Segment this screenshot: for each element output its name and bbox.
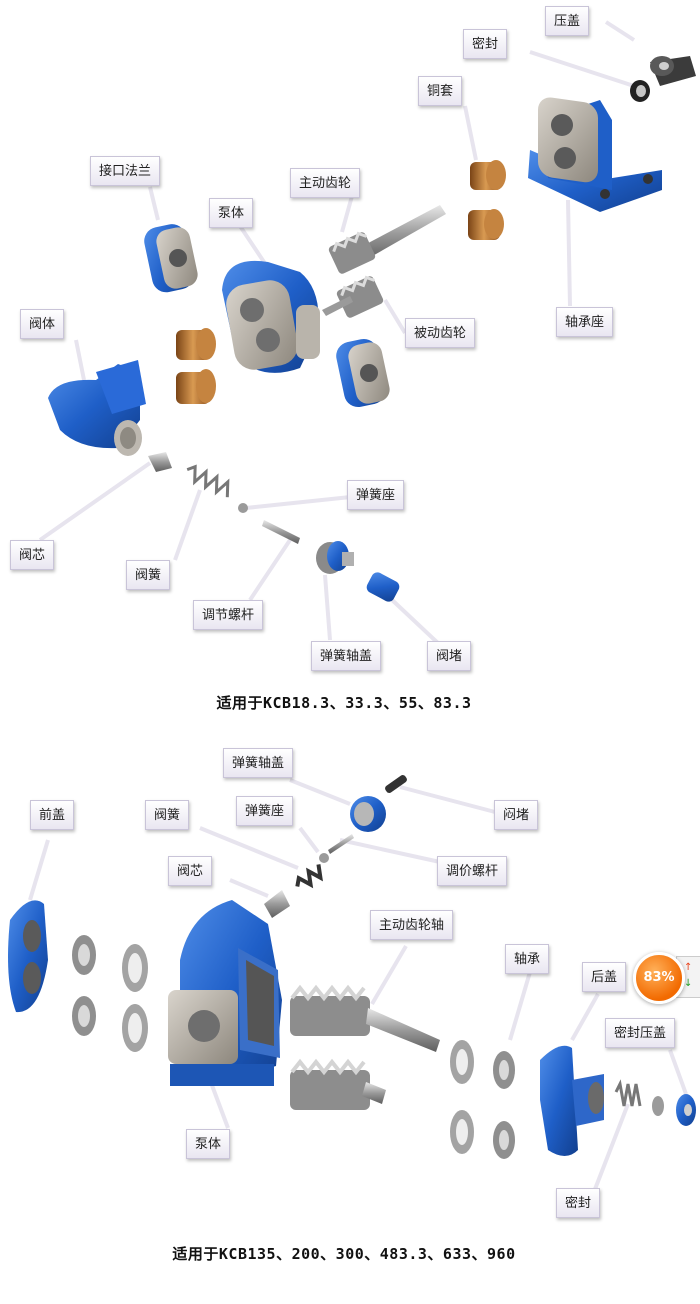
label-beng-ti-top: 泵体 bbox=[209, 198, 254, 228]
label-tong-tao: 铜套 bbox=[418, 76, 463, 106]
top-pump-body bbox=[222, 260, 320, 373]
bottom-seal-gland bbox=[676, 1094, 696, 1126]
top-adjust-screw bbox=[262, 520, 300, 544]
top-flange bbox=[144, 224, 198, 293]
top-gland-cover bbox=[650, 56, 696, 86]
label-fa-du-top: 阀堵 bbox=[427, 641, 472, 671]
top-seal bbox=[630, 80, 650, 102]
top-bronze-bushings bbox=[468, 160, 506, 240]
top-drive-gear bbox=[328, 205, 446, 274]
top-bearing-seat bbox=[528, 97, 662, 212]
label-fa-xin-bottom: 阀芯 bbox=[168, 856, 213, 886]
label-tan-huang-zuo-top: 弹簧座 bbox=[347, 480, 405, 510]
top-valve-spring bbox=[186, 464, 230, 498]
label-zhu-dong-chi-lun-zhou: 主动齿轮轴 bbox=[370, 910, 454, 940]
top-valve-core bbox=[148, 452, 172, 472]
top-valve-body bbox=[48, 360, 146, 456]
arrow-up-icon[interactable]: ↑ bbox=[684, 962, 693, 973]
label-beng-ti-bottom: 泵体 bbox=[186, 1129, 231, 1159]
label-hou-gai: 后盖 bbox=[582, 962, 627, 992]
label-tan-huang-zuo-bottom: 弹簧座 bbox=[236, 796, 294, 826]
progress-badge[interactable]: 83% bbox=[633, 952, 685, 1004]
label-fa-huang-bottom: 阀簧 bbox=[145, 800, 190, 830]
label-ya-gai: 压盖 bbox=[545, 6, 590, 36]
bottom-spring-seat bbox=[319, 853, 329, 863]
bottom-drive-gear-shaft bbox=[290, 984, 440, 1052]
bottom-bearings-left bbox=[72, 935, 148, 1052]
top-leader-lines bbox=[38, 20, 636, 647]
bottom-valve-spring bbox=[295, 864, 323, 889]
top-plug bbox=[366, 572, 400, 602]
label-qian-gai: 前盖 bbox=[30, 800, 75, 830]
top-driven-gear bbox=[322, 275, 384, 318]
bottom-seal bbox=[614, 1079, 664, 1116]
top-bronze-bushings-left bbox=[176, 328, 216, 404]
arrow-down-icon[interactable]: ↓ bbox=[684, 978, 693, 989]
bottom-plug bbox=[385, 775, 407, 793]
bottom-spring-cap bbox=[350, 796, 386, 832]
label-zhou-cheng-zuo: 轴承座 bbox=[556, 307, 614, 337]
bottom-driven-gear bbox=[290, 1058, 386, 1110]
caption-top: 适用于KCB18.3、33.3、55、83.3 bbox=[216, 694, 472, 712]
label-jie-kou-fa-lan: 接口法兰 bbox=[90, 156, 161, 186]
label-tiao-jie-luo-gan: 调节螺杆 bbox=[193, 600, 264, 630]
bottom-pump-body bbox=[168, 900, 282, 1086]
top-spring-seat bbox=[238, 503, 248, 513]
label-tan-huang-zhou-gai-top: 弹簧轴盖 bbox=[311, 641, 382, 671]
caption-bottom: 适用于KCB135、200、300、483.3、633、960 bbox=[172, 1245, 516, 1263]
bottom-valve-core bbox=[264, 890, 290, 918]
label-fa-ti: 阀体 bbox=[20, 309, 65, 339]
label-bei-dong-chi-lun: 被动齿轮 bbox=[405, 318, 476, 348]
label-mi-feng-bottom: 密封 bbox=[556, 1188, 601, 1218]
bottom-rear-cover bbox=[540, 1045, 604, 1156]
label-tan-huang-zhou-gai-bottom: 弹簧轴盖 bbox=[223, 748, 294, 778]
bottom-bearings-right bbox=[450, 1040, 515, 1159]
bottom-adjust-screw bbox=[328, 834, 354, 854]
label-mi-feng: 密封 bbox=[463, 29, 508, 59]
top-spring-cap bbox=[316, 541, 354, 574]
label-tiao-jia-luo-gan: 调价螺杆 bbox=[437, 856, 508, 886]
bottom-front-cover bbox=[8, 900, 48, 1013]
label-fa-huang-top: 阀簧 bbox=[126, 560, 171, 590]
label-zhou-cheng: 轴承 bbox=[505, 944, 550, 974]
label-fa-xin-top: 阀芯 bbox=[10, 540, 55, 570]
label-zhu-dong-chi-lun: 主动齿轮 bbox=[290, 168, 361, 198]
top-flange-2 bbox=[336, 338, 390, 408]
label-men-du: 闷堵 bbox=[494, 800, 539, 830]
label-mi-feng-ya-gai: 密封压盖 bbox=[605, 1018, 676, 1048]
